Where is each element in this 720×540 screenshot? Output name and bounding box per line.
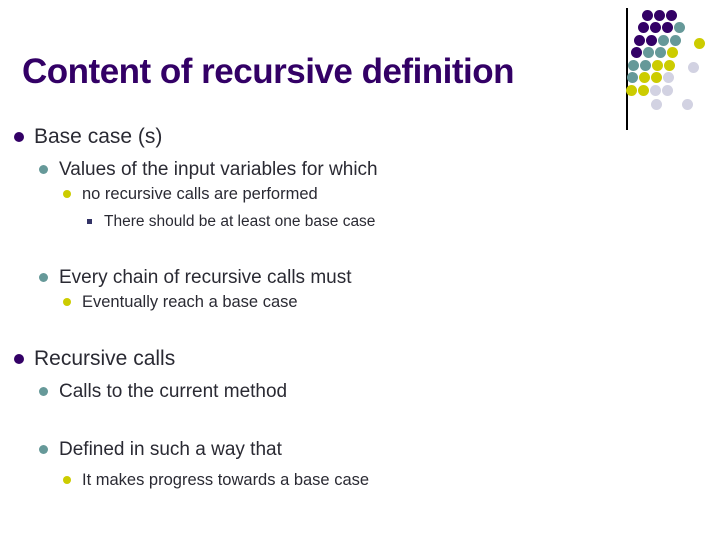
bullet-item-text: There should be at least one base case (104, 213, 376, 230)
circle-bullet-icon (39, 445, 48, 454)
circle-bullet-icon (63, 190, 71, 198)
decorative-dot (641, 9, 653, 21)
decorative-dot (673, 21, 685, 33)
decorative-dot (625, 84, 637, 96)
decorative-dot (666, 46, 678, 58)
decorative-dot (639, 59, 651, 71)
circle-bullet-icon (14, 354, 24, 364)
decorative-dot (637, 84, 649, 96)
decorative-dot (627, 59, 639, 71)
bullet-item-every-chain: Every chain of recursive calls must (0, 266, 620, 289)
decorative-dot (657, 34, 669, 46)
circle-bullet-icon (39, 165, 48, 174)
decorative-dot (649, 84, 661, 96)
decorative-dot (638, 71, 650, 83)
bullet-item-text: no recursive calls are performed (82, 185, 318, 203)
decorative-dot (651, 59, 663, 71)
decorative-dot (661, 84, 673, 96)
decorative-dot (669, 34, 681, 46)
bullet-item-at-least-one-base-case: There should be at least one base case (0, 212, 620, 231)
circle-bullet-icon (39, 387, 48, 396)
bullet-item-text: Every chain of recursive calls must (59, 267, 352, 288)
circle-bullet-icon (63, 476, 71, 484)
bullet-item-recursive-calls: Recursive calls (0, 346, 620, 371)
decorative-dot (654, 46, 666, 58)
decorative-dot (681, 98, 693, 110)
decorative-dot (687, 61, 699, 73)
bullet-item-defined-in-such-a-way: Defined in such a way that (0, 438, 620, 461)
decorative-dot (649, 21, 661, 33)
decorative-dot (650, 98, 662, 110)
decorative-dot (642, 46, 654, 58)
bullet-item-no-recursive-calls: no recursive calls are performed (0, 184, 620, 204)
bullet-item-calls-to-current-method: Calls to the current method (0, 380, 620, 403)
bullet-item-text: Base case (s) (34, 125, 163, 148)
bullet-item-text: Recursive calls (34, 347, 176, 370)
bullet-item-text: Eventually reach a base case (82, 293, 298, 311)
vertical-rule (626, 8, 628, 130)
bullet-item-values: Values of the input variables for which (0, 158, 620, 181)
circle-bullet-icon (63, 298, 71, 306)
bullet-item-text: It makes progress towards a base case (82, 471, 370, 489)
bullet-item-eventually-reach: Eventually reach a base case (0, 292, 620, 312)
square-bullet-icon (87, 219, 92, 224)
decorative-dot (650, 71, 662, 83)
bullet-item-base-case: Base case (s) (0, 124, 620, 149)
bullet-item-text: Values of the input variables for which (59, 159, 378, 180)
decorative-dot (662, 71, 674, 83)
decorative-dot (633, 34, 645, 46)
decorative-dot (637, 21, 649, 33)
decorative-dots (0, 0, 720, 140)
decorative-dot (645, 34, 657, 46)
page-title: Content of recursive definition (22, 52, 515, 91)
bullet-item-text: Defined in such a way that (59, 439, 282, 460)
decorative-dot (665, 9, 677, 21)
decorative-dot (630, 46, 642, 58)
decorative-dot (626, 71, 638, 83)
circle-bullet-icon (14, 132, 24, 142)
bullet-item-text: Calls to the current method (59, 381, 288, 402)
decorative-dot (663, 59, 675, 71)
decorative-dot (693, 37, 705, 49)
decorative-dot (661, 21, 673, 33)
bullet-item-makes-progress: It makes progress towards a base case (0, 470, 620, 490)
decorative-dot (653, 9, 665, 21)
circle-bullet-icon (39, 273, 48, 282)
